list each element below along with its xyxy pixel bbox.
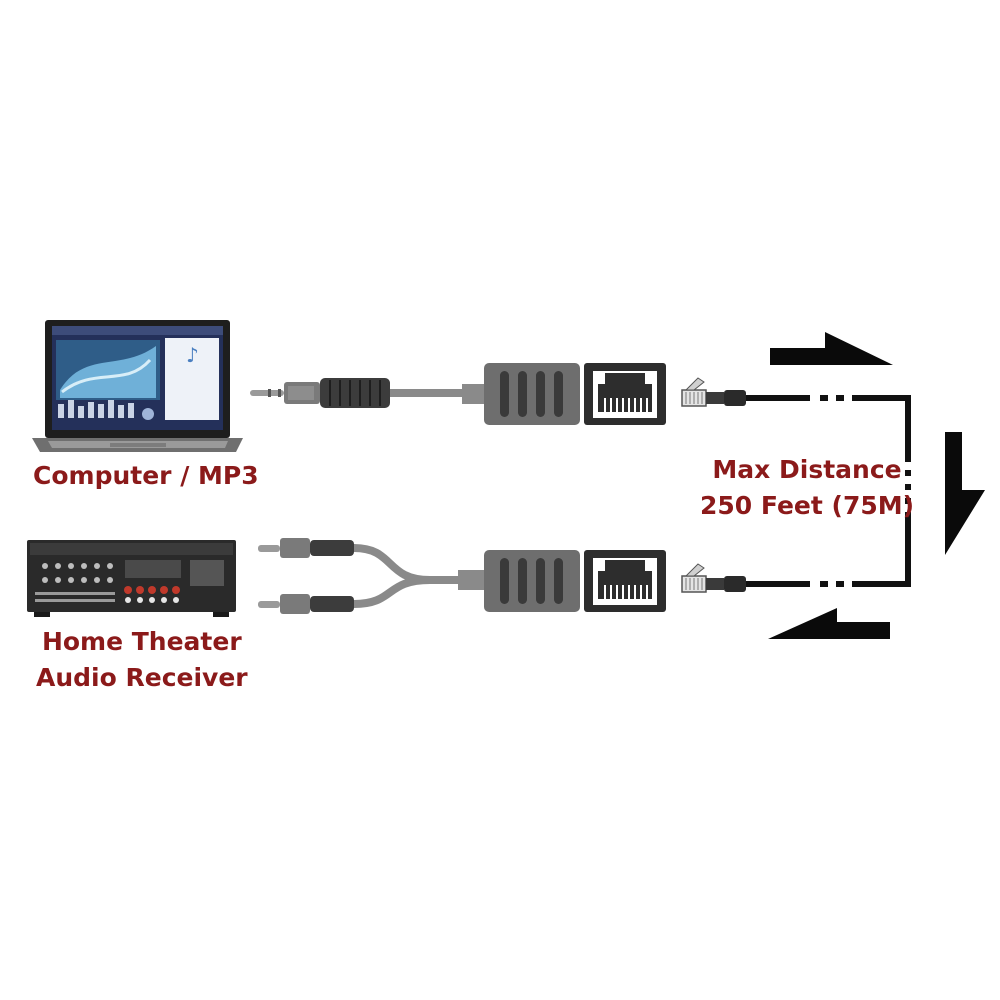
- svg-text:♪: ♪: [186, 343, 199, 367]
- network-cable: [746, 395, 911, 587]
- rj45-plug-icon: [681, 377, 746, 407]
- computer-label: Computer / MP3: [33, 458, 259, 494]
- laptop-icon: ♪: [32, 320, 243, 452]
- max-distance-label: Max Distance 250 Feet (75M): [700, 452, 914, 524]
- max-distance-line1: Max Distance: [712, 455, 902, 484]
- bottom-y-cable: [353, 544, 462, 608]
- audio-receiver-icon: [27, 540, 236, 617]
- arrow-right-icon: [770, 332, 893, 365]
- balun-adapter-icon: [458, 550, 580, 612]
- rj45-jack-icon: [584, 363, 666, 425]
- balun-adapter-icon: [462, 363, 580, 425]
- rj45-jack-icon: [584, 550, 666, 612]
- max-distance-line2: 250 Feet (75M): [700, 491, 915, 520]
- receiver-label-line2: Audio Receiver: [36, 663, 248, 692]
- rj45-plug-icon: [681, 563, 746, 593]
- receiver-label-line1: Home Theater: [41, 627, 242, 656]
- receiver-label: Home Theater Audio Receiver: [36, 624, 248, 696]
- arrow-left-icon: [768, 608, 890, 639]
- rca-dual-plug-icon: [258, 538, 354, 614]
- computer-label-text: Computer / MP3: [33, 461, 259, 490]
- arrow-down-icon: [945, 432, 985, 555]
- 3.5mm-stereo-plug-icon: [250, 378, 390, 408]
